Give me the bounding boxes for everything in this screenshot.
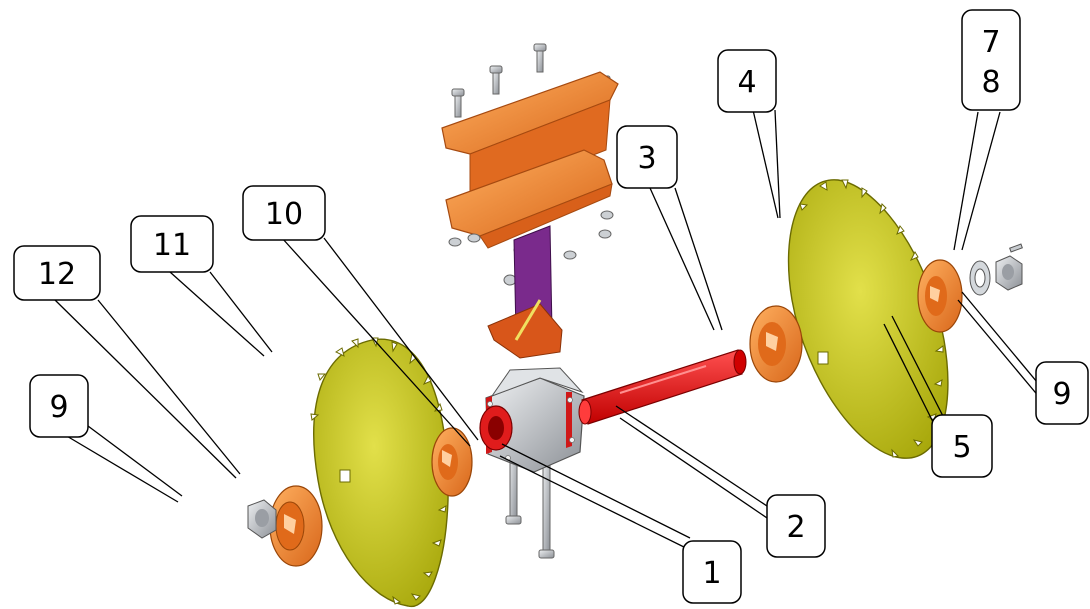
callout-5: 5: [931, 414, 993, 478]
callout-9-right-label: 9: [1052, 377, 1071, 412]
callout-10-label: 10: [265, 197, 303, 232]
bearing-housing: [479, 367, 585, 559]
foot-plate: [487, 303, 563, 359]
callout-10: 10: [242, 185, 326, 241]
left-disc-blade: [310, 337, 449, 608]
right-inner-hub: [749, 305, 803, 383]
callout-12: 12: [13, 245, 101, 301]
callout-3-label: 3: [637, 141, 656, 176]
callout-9-left-label: 9: [49, 390, 68, 425]
callout-4-label: 4: [737, 65, 756, 100]
right-washer: [969, 260, 991, 296]
callout-12-label: 12: [38, 257, 76, 292]
callout-4: 4: [717, 49, 777, 113]
callout-9-right: 9: [1035, 361, 1089, 425]
left-nut: [247, 499, 277, 539]
callout-11: 11: [130, 215, 214, 273]
callouts: 1 2 3 4 5 7 8 9 9: [13, 9, 1089, 604]
right-outer-hub: [917, 259, 963, 333]
callout-7-label: 7: [981, 25, 1000, 60]
drive-shaft: [578, 349, 747, 425]
left-inner-hub: [431, 427, 473, 497]
callout-1-label: 1: [702, 556, 721, 591]
leader-lines: [54, 109, 1043, 551]
left-outer-hub: [269, 485, 323, 567]
callout-3: 3: [616, 125, 678, 189]
callout-11-label: 11: [153, 228, 191, 263]
right-nut: [995, 243, 1023, 291]
mounting-bracket-assembly: [441, 43, 619, 359]
callout-1: 1: [682, 540, 742, 604]
callout-8-label: 8: [981, 65, 1000, 100]
callout-2: 2: [766, 494, 826, 558]
callout-9-left: 9: [29, 374, 89, 438]
callout-2-label: 2: [786, 510, 805, 545]
callout-7-8: 7 8: [961, 9, 1021, 111]
callout-5-label: 5: [952, 430, 971, 465]
